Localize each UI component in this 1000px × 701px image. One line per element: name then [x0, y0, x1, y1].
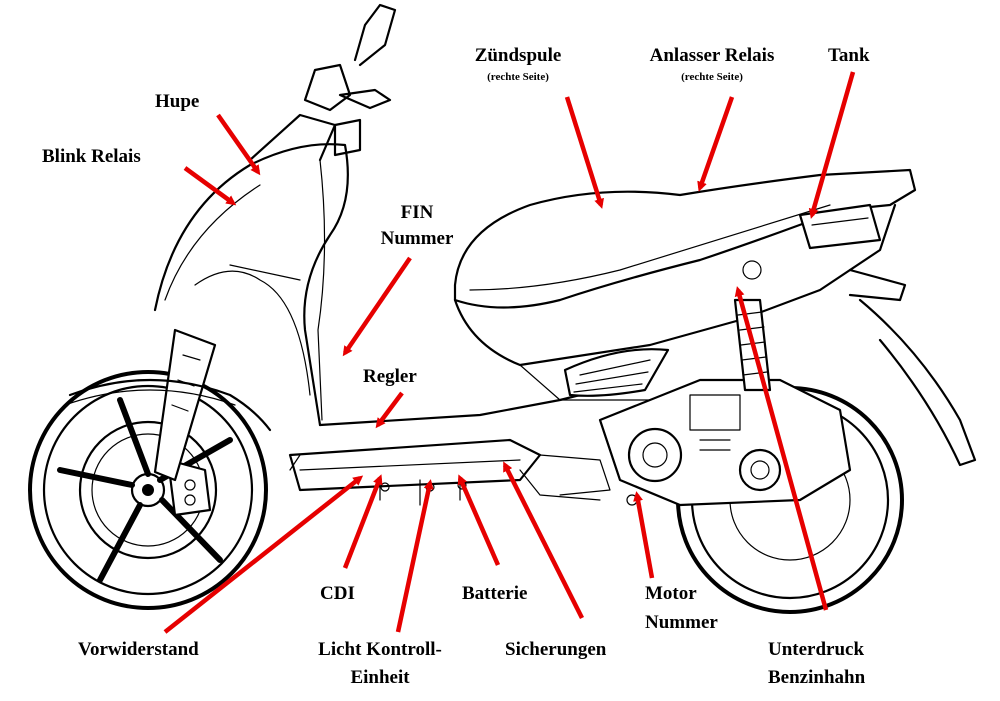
label-batterie: Batterie	[462, 583, 527, 604]
label-hupe: Hupe	[155, 91, 199, 112]
arrow-cdi	[342, 474, 383, 569]
arrow-vorwiderstand	[163, 475, 364, 634]
label-vorwiderstand: Vorwiderstand	[78, 639, 199, 660]
arrow-regler	[375, 391, 404, 429]
label-blink-relais: Blink Relais	[42, 146, 141, 167]
arrow-fin-nummer	[342, 256, 412, 357]
arrow-sicherungen	[502, 461, 585, 620]
label-licht-line1: Licht Kontroll-	[318, 639, 442, 660]
label-sicherungen: Sicherungen	[505, 639, 607, 660]
label-zuendspule-note: (rechte Seite)	[487, 71, 549, 83]
label-fin-line1: FIN	[401, 202, 434, 223]
front-wheel	[28, 370, 268, 610]
label-anlasser-note: (rechte Seite)	[681, 71, 743, 83]
label-licht-line2: Einheit	[350, 667, 410, 688]
arrow-unterdruck	[734, 286, 829, 611]
arrow-anlasser-relais	[697, 96, 735, 192]
label-unterdruck-line2: Benzinhahn	[768, 667, 866, 688]
labels: Hupe Blink Relais Zündspule (rechte Seit…	[42, 45, 870, 688]
arrow-motor-nummer	[633, 491, 655, 579]
label-motor-line1: Motor	[645, 583, 697, 604]
label-zuendspule: Zündspule	[475, 45, 562, 66]
arrow-batterie	[457, 474, 501, 566]
label-unterdruck-line1: Unterdruck	[768, 639, 864, 660]
label-tank: Tank	[828, 45, 870, 66]
arrows	[163, 71, 856, 634]
arrow-hupe	[216, 113, 261, 176]
arrow-zuendspule	[564, 96, 604, 209]
arrow-tank	[808, 71, 856, 219]
label-fin-line2: Nummer	[381, 228, 454, 249]
arrow-blink-relais	[183, 166, 237, 206]
arrow-licht-kontroll	[395, 479, 434, 633]
label-regler: Regler	[363, 366, 417, 387]
engine	[519, 298, 852, 507]
label-cdi: CDI	[320, 583, 355, 604]
label-motor-line2: Nummer	[645, 612, 718, 633]
label-anlasser-relais: Anlasser Relais	[650, 45, 775, 66]
